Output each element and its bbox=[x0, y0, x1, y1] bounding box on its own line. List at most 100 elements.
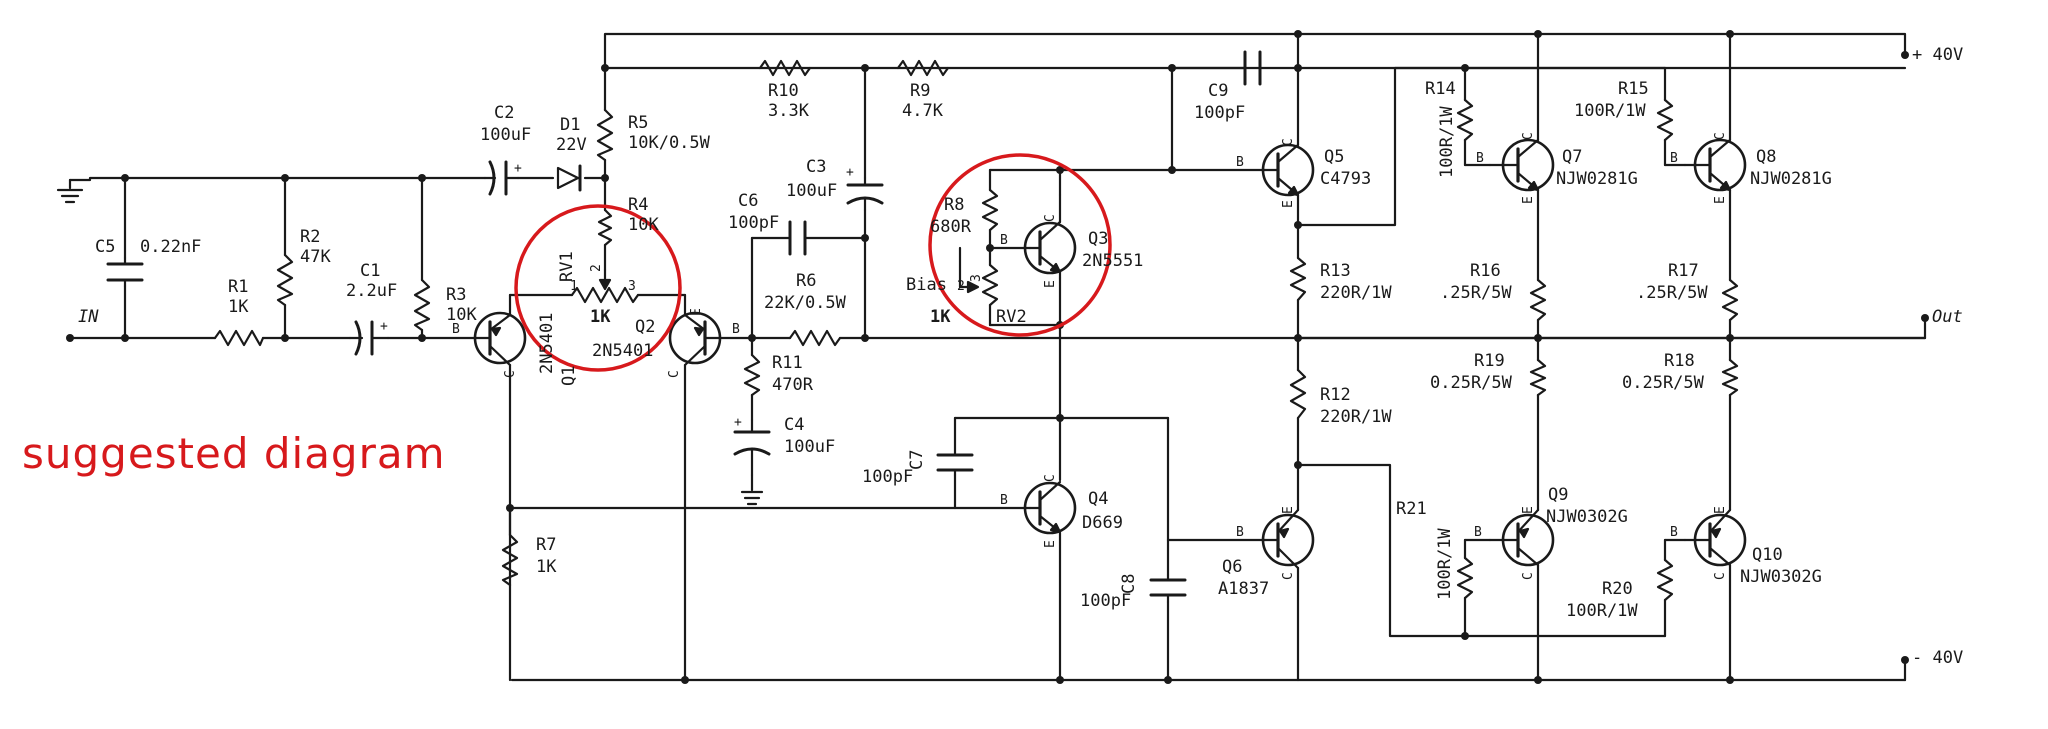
r11-symbol bbox=[743, 353, 761, 397]
q10-pin-b: B bbox=[1670, 525, 1678, 540]
q5-ref: Q5 bbox=[1324, 147, 1344, 167]
d1-ref: D1 bbox=[560, 115, 580, 135]
q5-symbol bbox=[1261, 143, 1315, 197]
r1-ref: R1 bbox=[228, 277, 248, 297]
r6-ref: R6 bbox=[796, 271, 816, 291]
c8-ref: C8 bbox=[1119, 574, 1139, 594]
r16-ref: R16 bbox=[1470, 261, 1501, 281]
r4-value: 10K bbox=[628, 215, 659, 235]
q10-pin-e: E bbox=[1713, 506, 1728, 514]
q1-pin-c: C bbox=[503, 370, 518, 378]
q1-symbol bbox=[473, 311, 527, 367]
q1-ref: Q1 bbox=[559, 366, 579, 386]
r11-value: 470R bbox=[772, 375, 814, 395]
q9-part: NJW0302G bbox=[1546, 507, 1628, 527]
net-output-label: Out bbox=[1932, 307, 1963, 327]
r14-value: 100R/1W bbox=[1437, 106, 1457, 178]
c1-plus: + bbox=[380, 319, 388, 334]
r13-symbol bbox=[1289, 256, 1307, 302]
transistor-symbols bbox=[473, 138, 1747, 570]
q7-pin-e: E bbox=[1521, 196, 1536, 204]
r10-value: 3.3K bbox=[768, 101, 810, 121]
c1-ref: C1 bbox=[360, 261, 380, 281]
r17-value: .25R/5W bbox=[1636, 283, 1708, 303]
q9-ref: Q9 bbox=[1548, 485, 1568, 505]
q4-ref: Q4 bbox=[1088, 489, 1108, 509]
q7-ref: Q7 bbox=[1562, 147, 1582, 167]
q6-part: A1837 bbox=[1218, 579, 1269, 599]
r19-symbol bbox=[1529, 358, 1547, 397]
q10-symbol bbox=[1683, 508, 1747, 567]
r16-symbol bbox=[1529, 278, 1547, 322]
net-vneg-label: - 40V bbox=[1912, 648, 1963, 668]
c3-plus: + bbox=[846, 165, 854, 180]
q3-pin-c: C bbox=[1043, 214, 1058, 222]
highlight-ring-rv1 bbox=[514, 204, 682, 372]
r12-symbol bbox=[1289, 368, 1307, 420]
r16-value: .25R/5W bbox=[1440, 283, 1512, 303]
q1-pin-b: B bbox=[452, 322, 460, 337]
net-vpos-label: + 40V bbox=[1912, 45, 1963, 65]
r15-ref: R15 bbox=[1618, 79, 1649, 99]
r17-ref: R17 bbox=[1668, 261, 1699, 281]
r2-value: 47K bbox=[300, 247, 331, 267]
r18-symbol bbox=[1721, 358, 1739, 397]
q9-pin-b: B bbox=[1474, 525, 1482, 540]
rv2-ref: RV2 bbox=[996, 307, 1027, 327]
c6-ref: C6 bbox=[738, 191, 758, 211]
r6-symbol bbox=[788, 329, 842, 347]
r4-ref: R4 bbox=[628, 195, 648, 215]
suggested-diagram-note: suggested diagram bbox=[22, 429, 446, 478]
highlight-rings bbox=[514, 153, 1112, 372]
q4-symbol bbox=[1023, 480, 1077, 535]
r19-ref: R19 bbox=[1474, 351, 1505, 371]
q6-pin-b: B bbox=[1236, 525, 1244, 540]
r2-ref: R2 bbox=[300, 227, 320, 247]
r1-value: 1K bbox=[228, 297, 249, 317]
q5-pin-b: B bbox=[1236, 155, 1244, 170]
rv1-value: 1K bbox=[590, 307, 611, 327]
c9-ref: C9 bbox=[1208, 81, 1228, 101]
q9-symbol bbox=[1488, 508, 1555, 567]
c5-ref: C5 bbox=[95, 237, 115, 257]
q5-part: C4793 bbox=[1320, 169, 1371, 189]
r9-symbol bbox=[896, 59, 950, 77]
r3-value: 10K bbox=[446, 305, 477, 325]
q6-pin-e: E bbox=[1281, 506, 1296, 514]
c2-value: 100uF bbox=[480, 125, 531, 145]
q7-pin-b: B bbox=[1476, 151, 1484, 166]
q10-pin-c: C bbox=[1713, 572, 1728, 580]
q10-ref: Q10 bbox=[1752, 545, 1783, 565]
r20-ref: R20 bbox=[1602, 579, 1633, 599]
r12-value: 220R/1W bbox=[1320, 407, 1392, 427]
r15-symbol bbox=[1656, 98, 1674, 142]
q2-ref: Q2 bbox=[635, 317, 655, 337]
rv2-label: Bias bbox=[906, 275, 947, 295]
r15-value: 100R/1W bbox=[1574, 101, 1646, 121]
c6-value: 100pF bbox=[728, 213, 779, 233]
c7-ref: C7 bbox=[907, 450, 927, 470]
q3-pin-b: B bbox=[1000, 233, 1008, 248]
rv1-pin3: 3 bbox=[628, 279, 636, 294]
rv1-symbol bbox=[570, 286, 640, 304]
q4-pin-b: B bbox=[1000, 493, 1008, 508]
r7-value: 1K bbox=[536, 557, 557, 577]
r20-symbol bbox=[1656, 558, 1674, 602]
q7-part: NJW0281G bbox=[1556, 169, 1638, 189]
r18-ref: R18 bbox=[1664, 351, 1695, 371]
q8-pin-e: E bbox=[1713, 196, 1728, 204]
q8-part: NJW0281G bbox=[1750, 169, 1832, 189]
wires bbox=[68, 32, 1927, 682]
r8-symbol bbox=[981, 188, 999, 232]
rv1-ref: RV1 bbox=[557, 251, 577, 282]
c2-plus: + bbox=[514, 161, 522, 176]
ground-symbol-c4 bbox=[740, 490, 764, 506]
r1-symbol bbox=[213, 329, 265, 347]
r3-ref: R3 bbox=[446, 285, 466, 305]
rv2-value: 1K bbox=[930, 307, 951, 327]
r6-value: 22K/0.5W bbox=[764, 293, 847, 313]
c2-ref: C2 bbox=[494, 103, 514, 123]
c1-value: 2.2uF bbox=[346, 281, 397, 301]
r12-ref: R12 bbox=[1320, 385, 1351, 405]
